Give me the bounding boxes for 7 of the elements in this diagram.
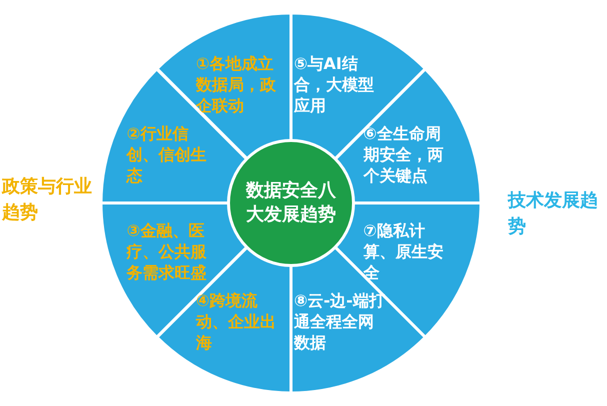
segment-text: ⑤与AI结合，大模型应用 <box>294 53 375 116</box>
segment-text: ④跨境流动、企业出海 <box>196 290 277 353</box>
segment-text: ③金融、医疗、公共服务需求旺盛 <box>126 220 208 284</box>
segment-text: ②行业信创、信创生态 <box>126 122 208 186</box>
side-label: 技术发展趋势 <box>508 189 599 239</box>
center-title: 数据安全八大发展趋势 <box>244 179 337 227</box>
side-label: 政策与行业趋势 <box>2 175 93 225</box>
